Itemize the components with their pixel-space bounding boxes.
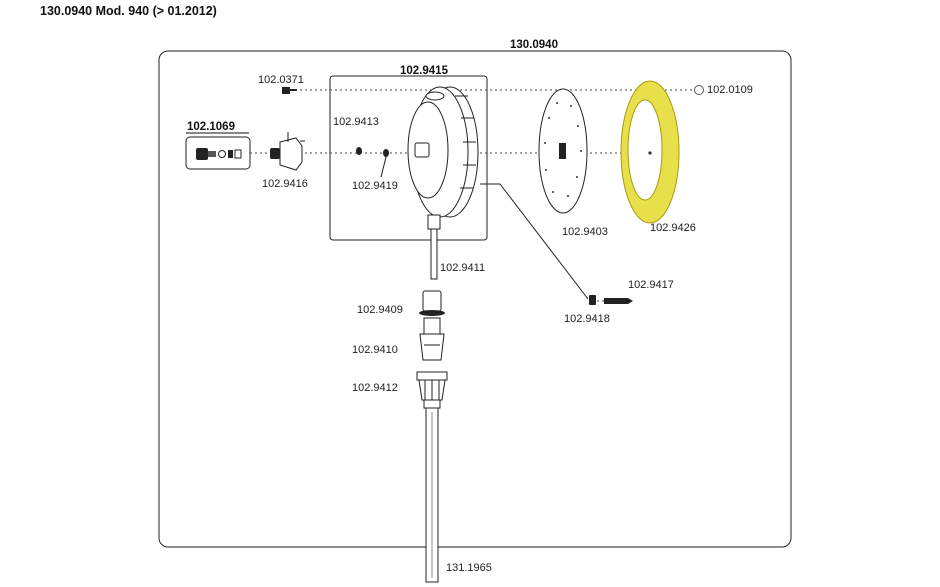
diaphragm-disc-9403 [538,88,588,214]
label-102-9416: 102.9416 [262,178,308,190]
main-assembly-number: 130.0940 [510,39,558,51]
leader-9419 [380,156,387,178]
kit-number: 102.1069 [187,121,235,133]
label-102-9409: 102.9409 [357,304,403,316]
screw-0371 [282,87,297,94]
label-102-9413: 102.9413 [333,116,379,128]
screw-9417 [589,295,633,305]
ring-0109 [694,85,704,95]
probe-tube-1965 [425,407,439,583]
label-102-9403: 102.9403 [562,226,608,238]
kit-frame [185,136,251,170]
subassembly-frame [329,75,488,241]
label-102-9426: 102.9426 [650,222,696,234]
label-102-9411: 102.9411 [440,262,485,274]
leader-to-9418 [480,183,589,300]
label-102-0109: 102.0109 [707,84,753,96]
label-102-9417: 102.9417 [628,279,674,291]
oring-9413 [356,147,362,155]
main-assembly-frame [158,50,792,548]
gasket-ring-9426 [620,80,680,224]
label-131-1965: 131.1965 [446,562,492,574]
tube-9411 [430,228,438,280]
label-102-9418: 102.9418 [564,313,610,325]
connector-9409 [419,290,445,316]
page-title: 130.0940 Mod. 940 (> 01.2012) [40,4,217,18]
fitting-9416 [270,132,305,171]
label-102-9412: 102.9412 [352,382,398,394]
label-102-9419: 102.9419 [352,180,398,192]
label-102-9410: 102.9410 [352,344,398,356]
seal-9419 [383,149,389,157]
kit-parts [196,148,242,160]
coupling-9410 [419,317,445,361]
pump-housing [407,86,479,230]
label-102-0371: 102.0371 [258,74,304,86]
nut-9412 [416,371,448,409]
subassembly-number: 102.9415 [400,65,449,77]
